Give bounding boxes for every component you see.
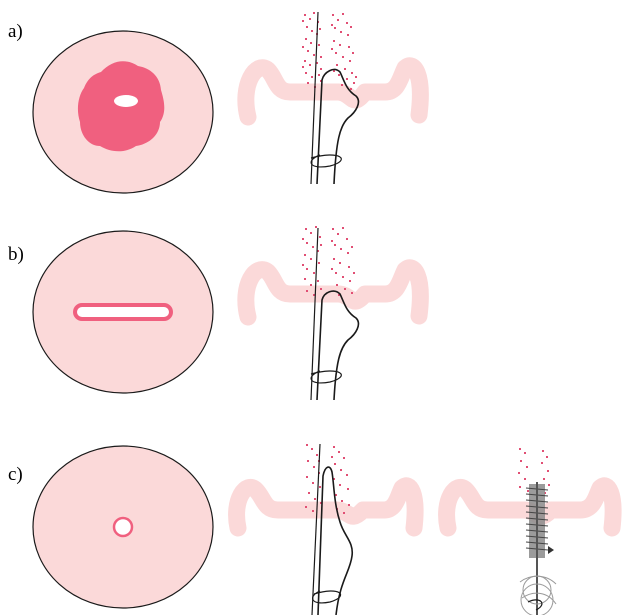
panel-a: a): [8, 12, 420, 193]
panel-b-os: [75, 305, 171, 319]
panel-a-coil: [311, 155, 341, 167]
panel-a-disc-icon: [33, 31, 213, 193]
panel-a-cross-section-icon: [246, 12, 420, 184]
panel-c: c): [8, 444, 613, 615]
panel-b-cross-section-icon: [246, 226, 420, 400]
panel-c-label: c): [8, 464, 23, 485]
panel-c-disc-icon: [33, 446, 213, 608]
panel-c-coil: [313, 591, 341, 603]
panel-a-label: a): [8, 21, 23, 42]
panel-c-tissue-band: [237, 486, 416, 528]
panel-c-os: [114, 518, 132, 536]
panel-a-speckle-left: [302, 12, 322, 88]
panel-b-label: b): [8, 244, 24, 265]
panel-b: b): [8, 226, 420, 400]
panel-b-disc-icon: [33, 231, 213, 393]
panel-b-tissue-band: [246, 268, 420, 317]
panel-a-speckle-right: [331, 13, 357, 90]
panel-c-cross-section-icon: [237, 444, 416, 615]
panel-a-os: [114, 95, 138, 107]
panel-a-tissue-band: [246, 66, 420, 117]
panel-c-brush-cross-section-icon: [447, 448, 614, 615]
